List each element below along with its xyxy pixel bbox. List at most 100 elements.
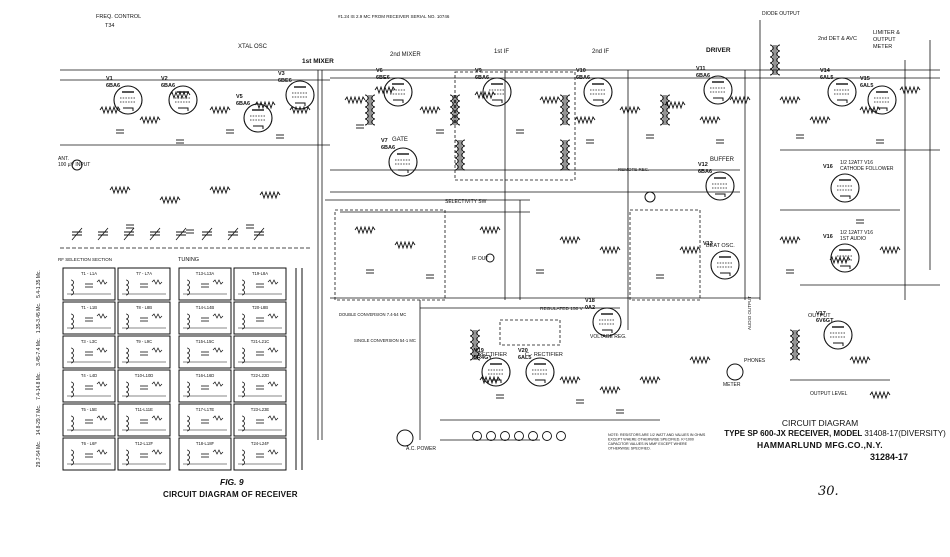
coil-box: T17-L17E xyxy=(178,403,232,437)
resistor xyxy=(96,347,108,353)
coil-box-label: T17-L17E xyxy=(196,407,215,412)
tube-ref-label: V10 xyxy=(576,68,586,74)
resistor xyxy=(474,90,496,100)
tube-type-label: 6AL5 xyxy=(820,75,833,81)
coil-box-label: T12-L12F xyxy=(135,441,154,446)
tube-cathode xyxy=(178,107,189,111)
output-level-label: OUTPUT LEVEL xyxy=(810,391,848,397)
terminal-connector xyxy=(542,431,552,441)
tube-ref-label: V2 xyxy=(161,76,168,82)
tuning-arrow xyxy=(227,227,239,241)
tube-ref-label: V14 xyxy=(820,68,831,74)
bfo-jack-icon xyxy=(644,191,656,203)
coil-box-frame xyxy=(178,369,232,403)
resistor xyxy=(169,90,191,100)
resistor xyxy=(619,105,641,115)
coil-box-frame xyxy=(233,369,287,403)
tube-envelope xyxy=(867,85,897,115)
resistor xyxy=(209,105,231,115)
resistor xyxy=(254,100,276,110)
tube-type-label: 6BA6 xyxy=(475,75,489,81)
coil-box: T1 - L1A xyxy=(62,267,116,301)
tube-envelope xyxy=(525,357,555,387)
terminal-connector xyxy=(556,431,566,441)
resistor xyxy=(809,115,831,125)
band-label: 7.4-14.8 Mc. xyxy=(36,372,42,400)
audio-output-label: AUDIO OUTPUT xyxy=(747,296,752,330)
resistor xyxy=(109,185,131,195)
resistor xyxy=(267,415,279,421)
coil-box-label: T1 - L1B xyxy=(81,305,97,310)
resistor xyxy=(267,381,279,387)
tube-ref-label: V18 xyxy=(585,298,595,304)
coil xyxy=(70,381,74,398)
meter-label: METER xyxy=(723,382,741,388)
resistor xyxy=(394,240,416,250)
coil xyxy=(70,313,74,330)
tuning-arrow xyxy=(175,227,187,241)
coil-box-label: T7 - L7A xyxy=(136,271,152,276)
tube-type-label: 6BA6 xyxy=(161,83,175,89)
coil-box: T23-L23E xyxy=(233,403,287,437)
resistor xyxy=(151,449,163,455)
resistor xyxy=(151,415,163,421)
coil-box: T13-L13A xyxy=(178,267,232,301)
transformer-coil xyxy=(796,329,801,361)
resistor xyxy=(829,255,851,265)
resistor xyxy=(599,245,621,255)
resistor xyxy=(539,95,561,105)
band-label: 29.7-54 Mc. xyxy=(36,441,42,467)
coil xyxy=(186,347,190,364)
coil-box: T4 - L4D xyxy=(62,369,116,403)
tube-envelope xyxy=(482,77,512,107)
transformer-coil xyxy=(559,94,564,126)
coil xyxy=(125,347,129,364)
transformer-coil xyxy=(776,44,781,76)
tube-type-label: 6V6GT xyxy=(816,318,834,324)
tube-envelope xyxy=(830,243,860,273)
tube-ref-label: V16 xyxy=(823,234,833,240)
tuning-arrow xyxy=(149,227,161,241)
resistor xyxy=(599,385,621,395)
resistor xyxy=(664,100,686,110)
tube-cathode xyxy=(492,99,503,103)
tube-envelope xyxy=(592,307,622,337)
coil-box-label: T19-L8A xyxy=(252,271,268,276)
coil-box-frame xyxy=(117,369,171,403)
tube-ref-label: V9 xyxy=(475,68,482,74)
coil-box: T18-L18F xyxy=(178,437,232,471)
tuning-arrow xyxy=(97,227,109,241)
freq-control-label: FREQ. CONTROL xyxy=(96,14,141,20)
coil-box-label: T13-L13A xyxy=(196,271,215,276)
title-block-line2: TYPE SP 600-JX RECEIVER, MODEL 31408-17(… xyxy=(720,429,950,438)
transformer-coil xyxy=(461,139,466,171)
title-block-model: TYPE SP 600-JX RECEIVER, MODEL xyxy=(724,429,863,438)
resistor xyxy=(354,225,376,235)
coil-box-frame xyxy=(62,369,116,403)
title-block-model-number: 31408-17(DIVERSITY) xyxy=(864,429,946,438)
transformer-coil xyxy=(789,329,794,361)
coil-box-frame xyxy=(178,403,232,437)
coil xyxy=(241,313,245,330)
coil-box-frame xyxy=(62,335,116,369)
tubes-layer: V16BA6V26BA6V36BE6V56BA6V66BE6V76BA6V96B… xyxy=(106,66,897,387)
resistor xyxy=(779,95,801,105)
tube-envelope xyxy=(710,250,740,280)
if-out-jack-icon xyxy=(485,253,495,263)
tube-type-label: 6AL5 xyxy=(518,355,531,361)
coil-box-frame xyxy=(233,267,287,301)
resistor xyxy=(212,449,224,455)
coil-box-label: T14-L14B xyxy=(196,305,215,310)
output-label: OUTPUT xyxy=(808,313,831,319)
first-if-label: 1st IF xyxy=(494,49,509,55)
coil-box: T5 - L5E xyxy=(62,403,116,437)
terminal-connector xyxy=(500,431,510,441)
coil-box-frame xyxy=(62,403,116,437)
coil-box-frame xyxy=(117,335,171,369)
coil-box-frame xyxy=(178,301,232,335)
